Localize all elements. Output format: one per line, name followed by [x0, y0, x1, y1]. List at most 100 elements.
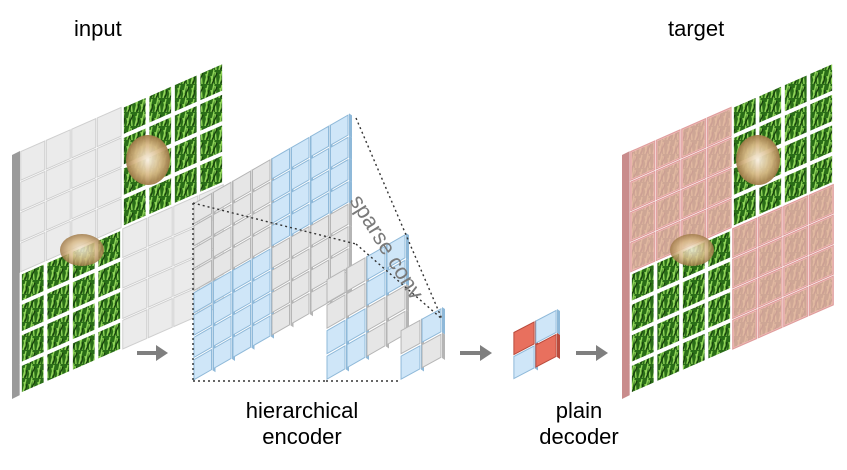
sparse-feature-cell	[329, 114, 349, 147]
sparse-feature-cell	[346, 307, 366, 344]
sparse-feature-cell	[290, 136, 310, 169]
right-arrow-icon	[460, 345, 492, 361]
grass-photo-patch	[147, 174, 174, 218]
sparse-feature-cell	[212, 315, 232, 348]
masked-feature-cell	[366, 296, 386, 332]
sparse-feature-cell	[310, 192, 330, 225]
reconstructed-patch-overlay	[808, 244, 834, 286]
grass-photo-patch	[808, 91, 835, 135]
grass-photo-patch	[96, 288, 123, 332]
reconstructed-patch-overlay	[706, 198, 732, 240]
decoder-red-cell	[513, 321, 535, 356]
sparse-feature-cell	[421, 308, 442, 343]
decoder-label-line1: plain	[555, 398, 603, 423]
input-slab-edge	[12, 151, 20, 399]
sparse-feature-cell	[349, 113, 352, 138]
grass-photo-patch	[706, 288, 733, 332]
grass-photo-patch	[680, 269, 707, 313]
reconstructed-patch-overlay	[681, 148, 707, 190]
encoder-stage-2	[326, 233, 409, 381]
masked-feature-cell	[193, 214, 213, 247]
sparse-feature-cell	[400, 345, 421, 380]
reconstructed-patch-overlay	[630, 231, 656, 273]
reconstructed-patch-overlay	[757, 297, 783, 339]
sparse-feature-cell	[386, 259, 406, 295]
input-panel	[12, 60, 225, 399]
sparse-feature-cell	[329, 136, 349, 169]
sparse-feature-cell	[271, 214, 291, 247]
masked-patch	[71, 117, 97, 159]
sparse-feature-cell	[290, 158, 310, 191]
sparse-feature-cell	[193, 304, 213, 336]
sparse-feature-cell	[193, 281, 213, 314]
grass-photo-patch	[70, 299, 97, 343]
reconstructed-patch-overlay	[681, 178, 707, 220]
masked-patch	[147, 297, 173, 339]
grass-photo-patch	[629, 261, 656, 304]
masked-patch	[122, 308, 148, 350]
reconstructed-patch-overlay	[783, 194, 809, 236]
grass-photo-patch	[757, 83, 784, 126]
grass-photo-patch	[45, 341, 72, 385]
encoder-label-line1: hierarchical	[245, 398, 359, 423]
masked-feature-cell	[251, 159, 271, 191]
masked-feature-cell	[212, 248, 232, 281]
masked-feature-cell	[326, 268, 346, 304]
target-slab-edge	[622, 151, 630, 399]
sparse-feature-cell	[310, 170, 330, 202]
masked-patch	[20, 201, 46, 243]
decoder-red-cell	[557, 333, 560, 359]
masked-feature-cell	[310, 281, 330, 314]
reconstructed-patch-overlay	[706, 167, 732, 209]
reconstructed-patch-overlay	[732, 217, 758, 259]
dog-photo-patch	[736, 135, 780, 185]
masked-feature-cell	[290, 248, 310, 280]
decoder-label-line2: decoder	[539, 424, 619, 449]
masked-feature-cell	[442, 332, 445, 360]
sparse-feature-cell	[326, 344, 346, 381]
sparse-feature-cell	[271, 170, 291, 202]
reconstructed-patch-overlay	[783, 225, 809, 267]
sparse-feature-cell	[212, 292, 232, 325]
sparse-feature-cell	[290, 181, 310, 214]
masked-feature-cell	[400, 319, 421, 355]
decoder-red-cell	[535, 333, 557, 368]
masked-feature-cell	[193, 237, 213, 270]
masked-feature-cell	[421, 333, 442, 369]
masked-patch	[45, 159, 71, 201]
plain-decoder-block	[513, 309, 560, 380]
masked-feature-cell	[349, 202, 352, 227]
grass-photo-patch	[172, 163, 199, 207]
sparse-feature-cell	[310, 147, 330, 180]
masked-patch	[20, 231, 46, 273]
encoder-label: hierarchical encoder	[222, 398, 382, 450]
grass-photo-patch	[808, 121, 835, 165]
grass-photo-patch	[45, 311, 72, 354]
masked-feature-cell	[271, 281, 291, 314]
grass-photo-patch	[629, 291, 656, 335]
masked-feature-cell	[271, 259, 291, 292]
sparse-feature-cell	[366, 270, 386, 307]
masked-feature-cell	[271, 237, 291, 269]
grass-photo-patch	[198, 121, 225, 165]
masked-patch	[45, 190, 71, 231]
grass-photo-patch	[757, 174, 784, 218]
grass-photo-patch	[731, 94, 758, 138]
reconstructed-patch-overlay	[808, 214, 834, 256]
reconstructed-patch-overlay	[732, 308, 758, 350]
masked-feature-cell	[310, 214, 330, 247]
grass-photo-patch	[808, 60, 835, 104]
sparse-feature-cell	[310, 125, 330, 158]
sparse-feature-cell	[232, 281, 252, 314]
grass-photo-patch	[198, 152, 225, 196]
grass-photo-patch	[121, 186, 148, 229]
input-patch-grid	[12, 60, 225, 399]
masked-patch	[96, 137, 122, 178]
reconstructed-patch-overlay	[757, 236, 783, 278]
sparse-feature-cell	[349, 180, 352, 205]
sparse-feature-cell	[329, 158, 349, 191]
masked-feature-cell	[251, 181, 271, 214]
masked-patch	[96, 106, 122, 148]
grass-photo-patch	[782, 72, 809, 115]
masked-patch	[147, 236, 173, 278]
